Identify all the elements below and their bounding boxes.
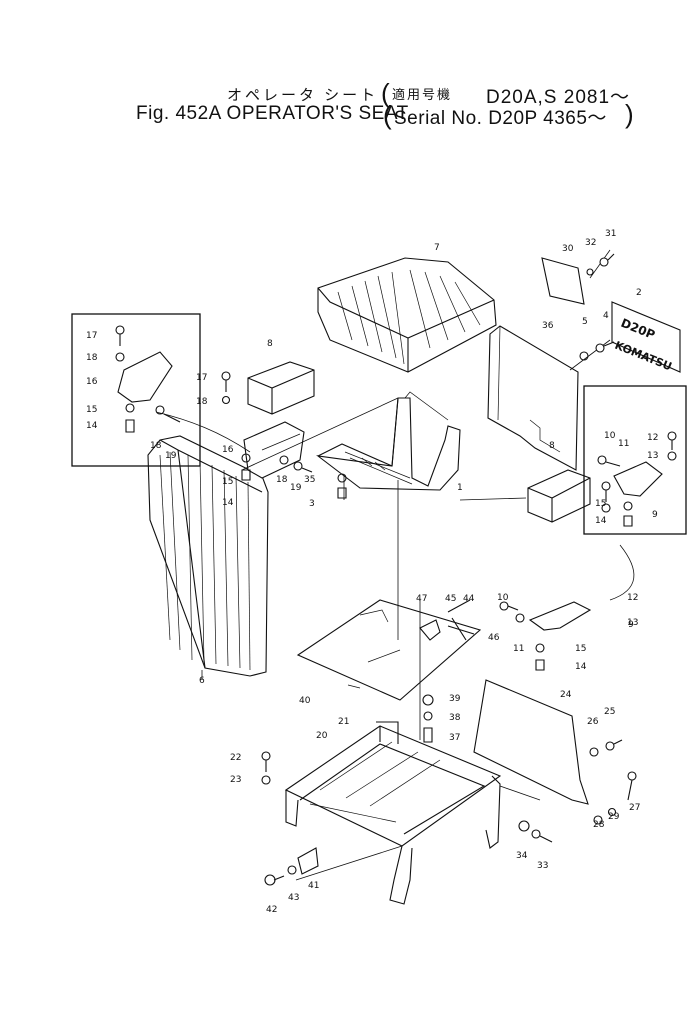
part-label-14-c: 14 (595, 516, 607, 526)
part-label-4: 4 (603, 311, 609, 321)
title-paren-open-en: ( (383, 100, 392, 130)
figure-title: Fig. 452A OPERATOR'S SEAT (136, 103, 409, 124)
part-label-23: 23 (230, 775, 241, 785)
part-label-46: 46 (488, 633, 500, 643)
part-label-36: 36 (542, 321, 554, 331)
title-japanese: オペレータ シート (227, 87, 379, 104)
part-label-41: 41 (308, 881, 319, 891)
part-label-40: 40 (299, 696, 311, 706)
part-label-18-d: 18 (276, 475, 288, 485)
armrest-bracket-right (528, 601, 592, 631)
part-label-15: 15 (86, 405, 97, 415)
part-label-19: 19 (165, 451, 177, 461)
part-label-18: 18 (86, 353, 98, 363)
part-label-29: 29 (608, 812, 620, 822)
part-label-12: 12 (647, 433, 658, 443)
part-label-15-d: 15 (575, 644, 586, 654)
serial-number-range: Serial No. D20P 4365～ (394, 108, 607, 129)
part-label-15-c: 15 (595, 499, 606, 509)
armrest-pad-right (527, 469, 591, 523)
part-label-8-right: 8 (549, 441, 555, 451)
part-label-30: 30 (562, 244, 574, 254)
part-label-39: 39 (449, 694, 461, 704)
part-label-14-b: 14 (222, 498, 234, 508)
part-label-26: 26 (587, 717, 599, 727)
part-label-34: 34 (516, 851, 528, 861)
inset-left-contents (115, 325, 181, 433)
part-label-12-b: 12 (627, 593, 638, 603)
base-frame (284, 721, 502, 905)
cover-plate (541, 257, 585, 305)
part-label-22: 22 (230, 753, 241, 763)
rear-panel (487, 325, 579, 471)
floor-plate (296, 599, 482, 701)
part-label-13-b: 13 (627, 618, 638, 628)
model-decal: D20P KOMATSU (611, 301, 681, 373)
part-label-13: 13 (647, 451, 658, 461)
part-label-11: 11 (618, 439, 629, 449)
part-label-15-b: 15 (222, 477, 233, 487)
inset-right-contents (597, 431, 677, 527)
part-label-38: 38 (449, 713, 461, 723)
armrest-pad-left (247, 361, 315, 415)
part-label-2: 2 (636, 288, 642, 298)
title-model-range: D20A,S 2081～ (486, 87, 631, 108)
detail-inset-left (71, 313, 201, 467)
part-label-25: 25 (604, 707, 615, 717)
part-label-7: 7 (434, 243, 440, 253)
part-label-27: 27 (629, 803, 640, 813)
part-label-11-b: 11 (513, 644, 524, 654)
part-label-24: 24 (560, 690, 572, 700)
title-paren-open-jp: ( (381, 78, 390, 108)
part-label-17-b: 17 (196, 373, 207, 383)
part-label-17: 17 (86, 331, 97, 341)
part-label-20: 20 (316, 731, 328, 741)
part-label-10: 10 (604, 431, 616, 441)
detail-inset-right (583, 385, 687, 535)
title-japanese-serial-label: 適用号機 (392, 87, 453, 102)
part-label-21: 21 (338, 717, 349, 727)
part-label-47: 47 (416, 594, 427, 604)
part-label-14: 14 (86, 421, 98, 431)
part-label-33: 33 (537, 861, 548, 871)
part-label-18-c: 18 (150, 441, 162, 451)
seat-cushion (317, 257, 497, 373)
part-label-45: 45 (445, 594, 456, 604)
seat-frame-bracket (316, 391, 461, 491)
part-label-5: 5 (582, 317, 588, 327)
part-label-37: 37 (449, 733, 460, 743)
part-label-35: 35 (304, 475, 315, 485)
part-label-16: 16 (86, 377, 98, 387)
armrest-bracket-left (243, 421, 305, 479)
part-label-9: 9 (652, 510, 658, 520)
part-label-18-b: 18 (196, 397, 208, 407)
part-label-19-b: 19 (290, 483, 302, 493)
part-label-1: 1 (457, 483, 463, 493)
part-label-43: 43 (288, 893, 299, 903)
seat-backrest (147, 435, 269, 677)
part-labels: 1 2 3 4 5 6 7 8 8 9 9 10 10 11 11 12 12 … (86, 229, 658, 915)
part-label-14-d: 14 (575, 662, 587, 672)
title-paren-close: ) (625, 99, 634, 129)
part-label-6: 6 (199, 676, 205, 686)
side-plate (473, 679, 589, 805)
part-label-16-b: 16 (222, 445, 234, 455)
part-label-42: 42 (266, 905, 277, 915)
part-label-9-b: 9 (628, 620, 634, 630)
part-label-28: 28 (593, 820, 605, 830)
fasteners (221, 253, 637, 886)
part-label-32: 32 (585, 238, 596, 248)
part-label-3: 3 (309, 499, 315, 509)
part-label-10-b: 10 (497, 593, 509, 603)
part-label-44: 44 (463, 594, 475, 604)
part-label-8-left: 8 (267, 339, 273, 349)
part-label-31: 31 (605, 229, 616, 239)
